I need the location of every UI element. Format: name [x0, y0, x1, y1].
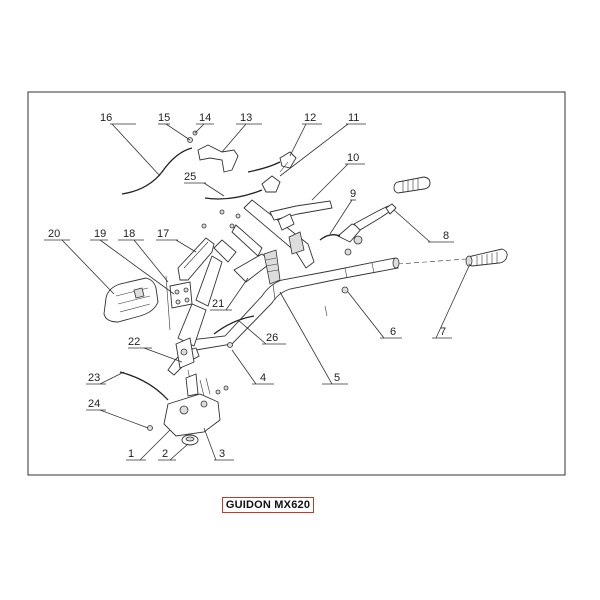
- pivot-bracket: [175, 337, 195, 381]
- lever-tip: [385, 203, 397, 215]
- callout-16: 16: [100, 112, 112, 124]
- callout-17: 17: [157, 228, 169, 240]
- brake-cable: [213, 315, 255, 335]
- callout-19: 19: [94, 228, 106, 240]
- callout-20: 20: [48, 228, 60, 240]
- leader-lines: [44, 123, 471, 461]
- callout-14: 14: [199, 112, 211, 124]
- callout-11: 11: [348, 112, 359, 124]
- shock-pad: [233, 249, 281, 301]
- callout-24: 24: [88, 398, 100, 410]
- callout-13: 13: [240, 112, 252, 124]
- left-grip: [393, 176, 431, 194]
- clutch-cable: [121, 147, 193, 195]
- cylinder-cable: [119, 371, 169, 401]
- clamp-screws: [201, 209, 241, 229]
- callout-5: 5: [334, 372, 340, 384]
- callout-12: 12: [304, 112, 316, 124]
- cylinder-bolt: [147, 425, 153, 431]
- right-grip: [465, 248, 508, 267]
- grip-axis-line: [397, 258, 467, 265]
- callout-1: 1: [128, 448, 134, 460]
- callout-15: 15: [158, 112, 170, 124]
- bar-end-nut: [324, 286, 349, 317]
- switch-housing: [247, 151, 297, 173]
- throttle-cable: [204, 189, 263, 200]
- callout-2: 2: [162, 448, 168, 460]
- clamp-cover: [197, 144, 239, 173]
- reservoir-cap: [181, 434, 199, 446]
- callout-3: 3: [219, 448, 225, 460]
- master-cylinder: [163, 373, 229, 437]
- callout-8: 8: [443, 230, 449, 242]
- diagram-frame: [27, 91, 566, 476]
- callout-6: 6: [390, 326, 396, 338]
- callout-9: 9: [350, 188, 356, 200]
- bar-pad: [177, 237, 215, 281]
- callout-18: 18: [123, 228, 135, 240]
- callout-22: 22: [128, 336, 140, 348]
- callout-23: 23: [88, 372, 100, 384]
- callout-labels: 1 2 3 4 5 6 7 8 9 10 11 12 13 14 15 16 1…: [48, 112, 449, 460]
- headlight-cover: [103, 277, 159, 323]
- diagram-caption: GUIDON MX620: [222, 497, 314, 513]
- bar-bolt: [227, 342, 233, 348]
- mounting-plate: [165, 275, 193, 331]
- callout-21: 21: [212, 298, 224, 310]
- callout-4: 4: [260, 372, 266, 384]
- callout-25: 25: [184, 171, 196, 183]
- callout-26: 26: [266, 332, 278, 344]
- throttle-assembly: [261, 161, 289, 193]
- handlebar-upper-section: [231, 199, 333, 269]
- callout-7: 7: [440, 326, 446, 338]
- callout-10: 10: [347, 152, 359, 164]
- brake-lever: [319, 205, 393, 256]
